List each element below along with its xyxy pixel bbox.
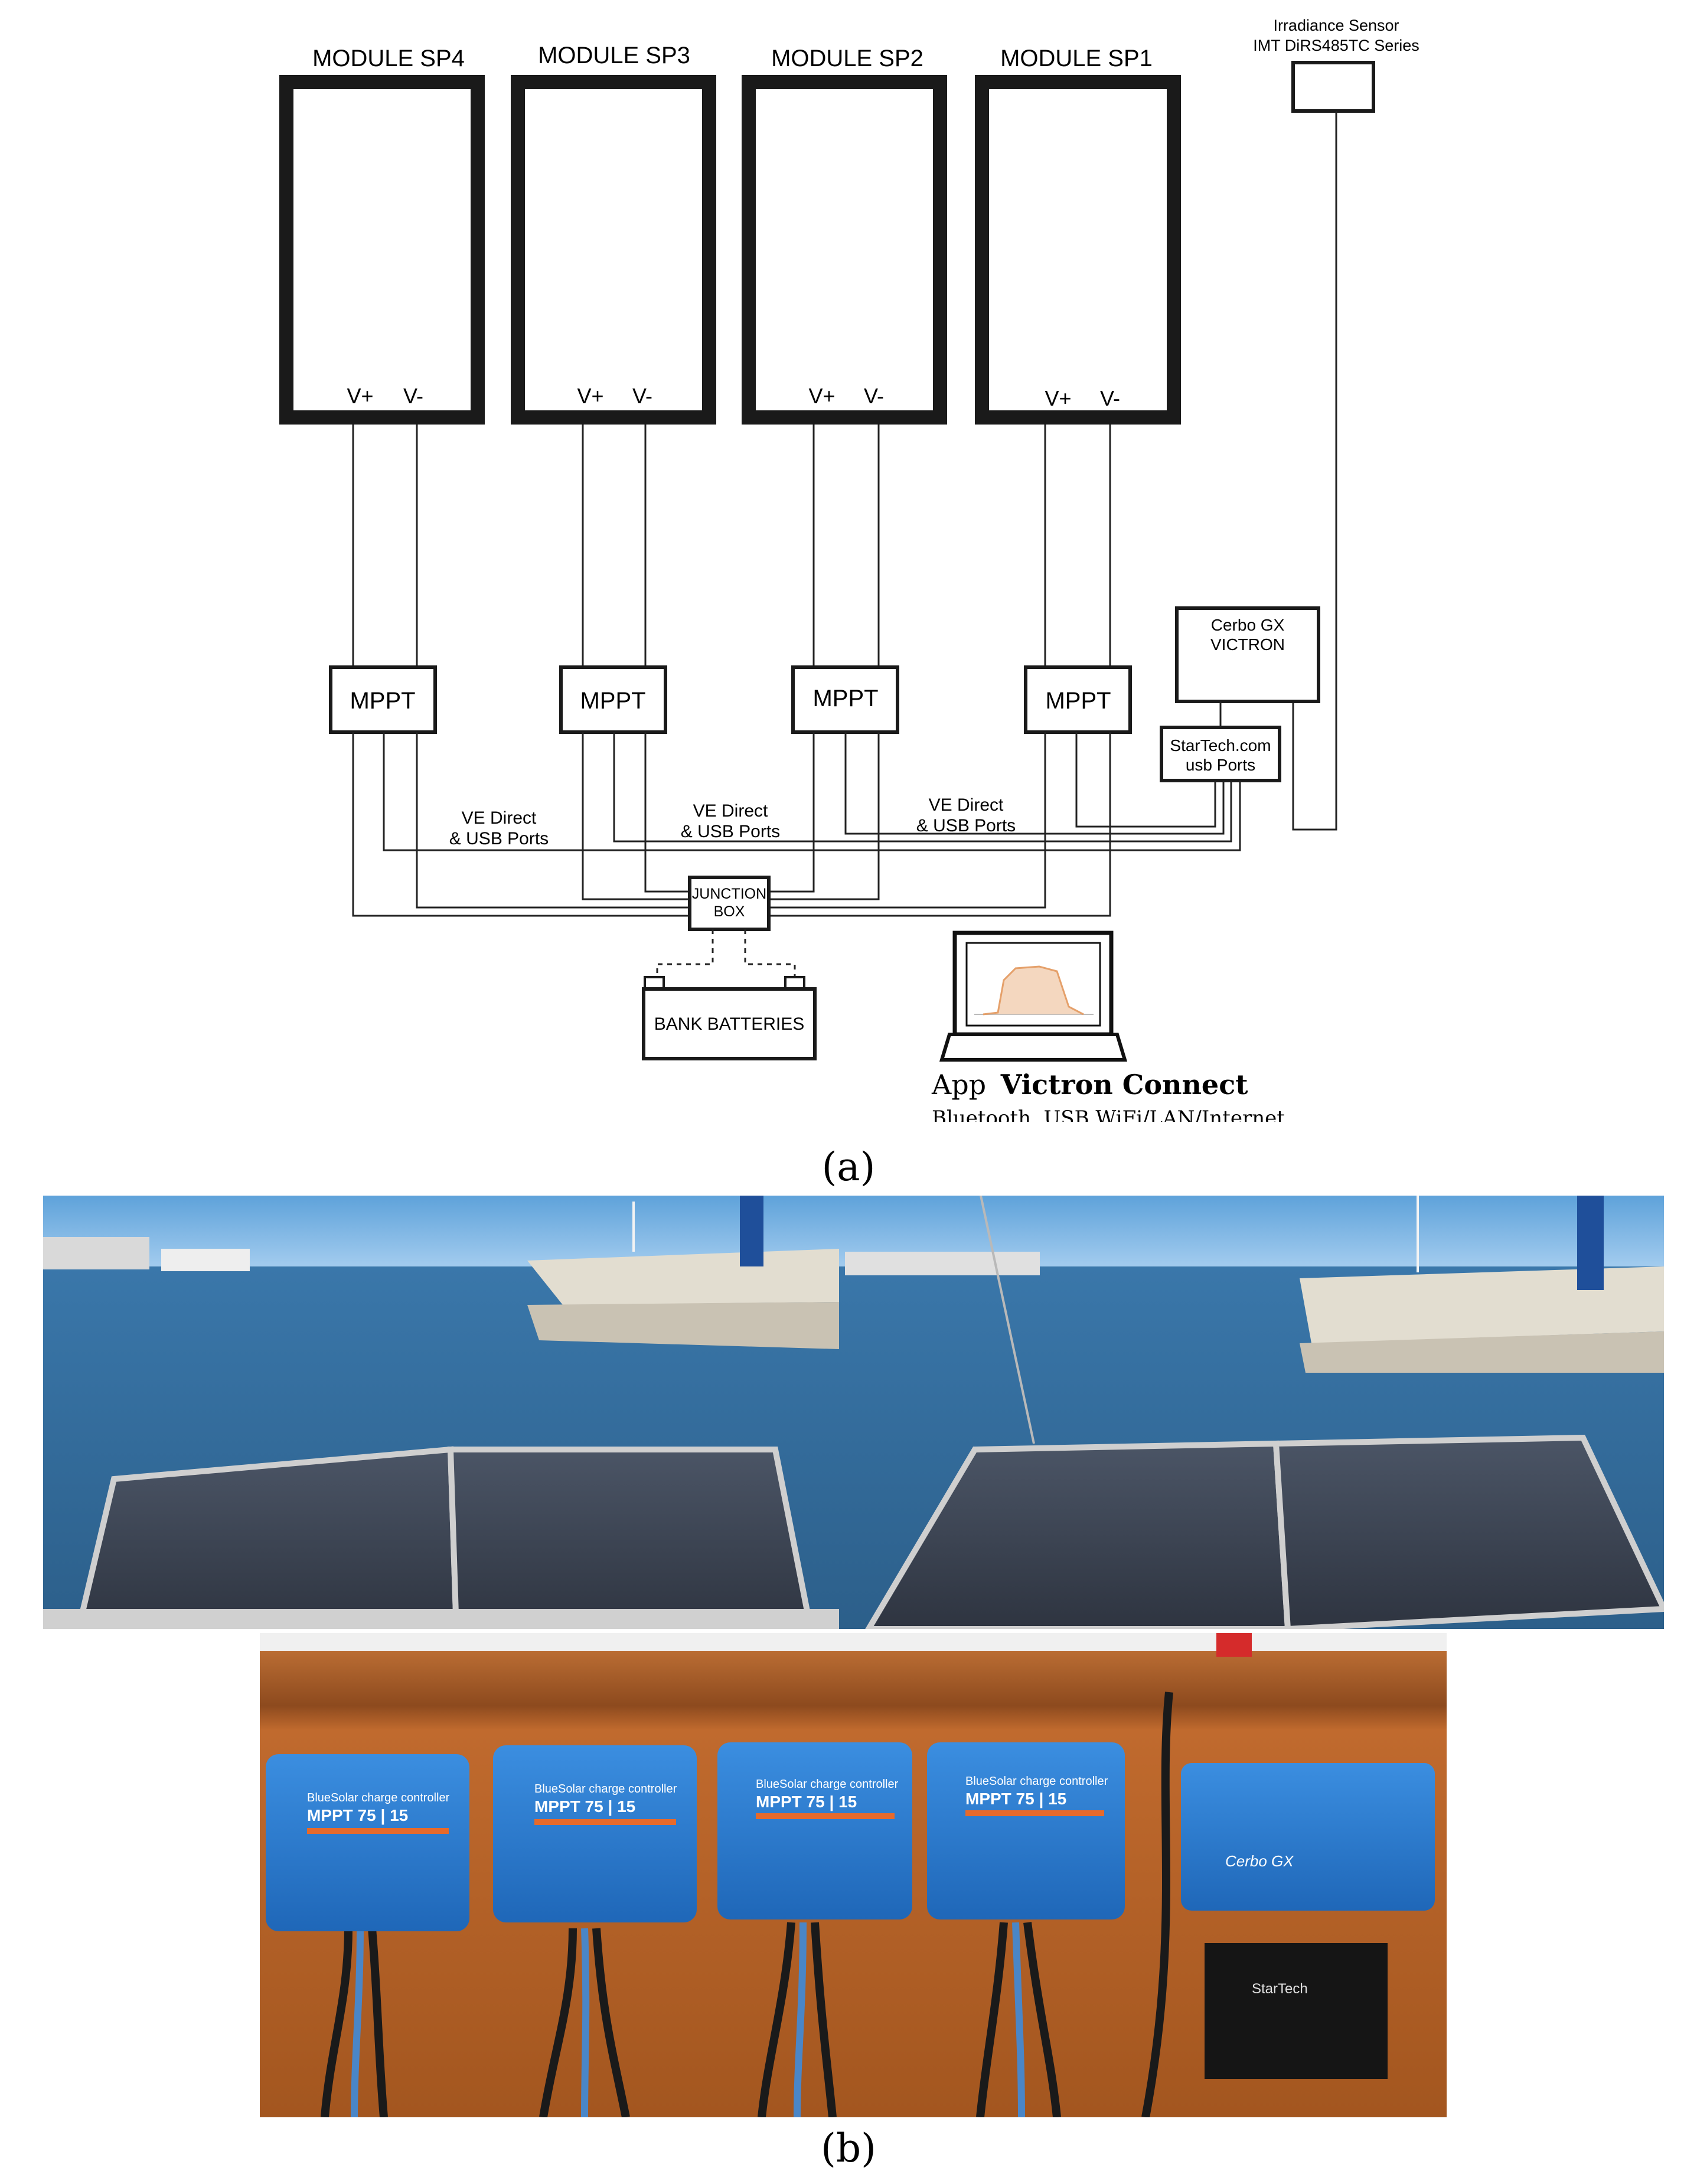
terminal-vplus: V+ — [808, 384, 835, 408]
irradiance-sensor: Irradiance Sensor IMT DiRS485TC Series — [1253, 17, 1419, 113]
ve-direct-label-1: VE Direct & USB Ports — [449, 808, 549, 848]
bank-batteries: BANK BATTERIES — [642, 976, 817, 1060]
cerbo-gx-unit: Cerbo GX — [1181, 1763, 1435, 1911]
module-sp2: MODULE SP2 V+ V- — [742, 45, 947, 425]
ve-direct-label-2: VE Direct & USB Ports — [681, 801, 780, 841]
svg-text:BlueSolar charge controller: BlueSolar charge controller — [534, 1783, 677, 1795]
controller-1: BlueSolar charge controller MPPT 75 | 15 — [266, 1754, 469, 1931]
terminal-vminus: V- — [403, 384, 423, 408]
mppt-label: MPPT — [1045, 688, 1111, 714]
app-title: App Victron Connect — [931, 1069, 1248, 1101]
svg-text:Cerbo GX: Cerbo GX — [1225, 1852, 1294, 1870]
module-sp3: MODULE SP3 V+ V- — [511, 43, 716, 425]
wiring-diagram: MODULE SP4 V+ V- MODULE SP3 V+ V- MODULE… — [279, 17, 1419, 1122]
controller-4: BlueSolar charge controller MPPT 75 | 15 — [927, 1742, 1125, 1919]
svg-text:BlueSolar charge controller: BlueSolar charge controller — [965, 1775, 1108, 1788]
svg-text:& USB Ports: & USB Ports — [681, 822, 780, 841]
svg-text:BlueSolar charge controller: BlueSolar charge controller — [307, 1791, 450, 1804]
solar-panels-scene-left — [43, 1196, 839, 1629]
laptop-icon — [939, 931, 1128, 1062]
caption-a: (a) — [821, 1144, 876, 1190]
photo-solar-panels-right — [839, 1196, 1664, 1629]
mppt-label: MPPT — [350, 688, 415, 714]
svg-text:MPPT 75 | 15: MPPT 75 | 15 — [756, 1793, 857, 1811]
app-prefix: App — [931, 1069, 986, 1101]
cerbo-label-1: Cerbo GX — [1211, 616, 1285, 634]
photo-solar-panels-left — [43, 1196, 839, 1629]
cerbo-label-2: VICTRON — [1210, 635, 1285, 654]
terminal-vplus: V+ — [1045, 386, 1071, 410]
terminal-vplus: V+ — [577, 384, 603, 408]
startech-label-1: StarTech.com — [1170, 736, 1271, 755]
caption-b: (b) — [821, 2126, 876, 2171]
terminal-vminus: V- — [864, 384, 884, 408]
controller-3: BlueSolar charge controller MPPT 75 | 15 — [717, 1742, 912, 1919]
module-title: MODULE SP2 — [771, 45, 923, 71]
junction-label-1: JUNCTION — [692, 886, 766, 902]
controller-2: BlueSolar charge controller MPPT 75 | 15 — [493, 1745, 697, 1922]
batteries-label: BANK BATTERIES — [654, 1014, 805, 1034]
battery-links — [656, 929, 796, 977]
startech-label-2: usb Ports — [1186, 756, 1255, 774]
app-connectivity: Bluetooth, USB WiFi/LAN/Internet — [932, 1106, 1285, 1122]
app-name: Victron Connect — [1000, 1069, 1248, 1101]
terminal-vminus: V- — [1100, 386, 1120, 410]
svg-text:VE Direct: VE Direct — [462, 808, 537, 828]
mppt-sp4: MPPT — [329, 665, 437, 734]
sensor-label-1: Irradiance Sensor — [1273, 17, 1399, 34]
mppt-label: MPPT — [812, 685, 878, 711]
svg-text:BlueSolar charge controller: BlueSolar charge controller — [756, 1778, 899, 1791]
module-title: MODULE SP3 — [538, 43, 690, 68]
panel-wires — [352, 111, 1337, 831]
mppt-sp3: MPPT — [559, 665, 667, 734]
svg-text:StarTech: StarTech — [1252, 1981, 1308, 1997]
svg-text:& USB Ports: & USB Ports — [916, 816, 1016, 835]
svg-text:MPPT 75 | 15: MPPT 75 | 15 — [534, 1797, 635, 1816]
mppt-sp1: MPPT — [1024, 665, 1132, 734]
mppt-label: MPPT — [580, 688, 645, 714]
terminal-vminus: V- — [632, 384, 652, 408]
junction-box: JUNCTION BOX — [688, 876, 771, 931]
module-title: MODULE SP1 — [1000, 45, 1153, 71]
power-cables — [352, 732, 1111, 917]
svg-text:& USB Ports: & USB Ports — [449, 829, 549, 848]
svg-text:VE Direct: VE Direct — [693, 801, 768, 821]
svg-text:VE Direct: VE Direct — [929, 795, 1004, 815]
startech-hub-unit: StarTech — [1205, 1943, 1388, 2079]
ve-direct-label-3: VE Direct & USB Ports — [916, 795, 1016, 835]
sensor-label-2: IMT DiRS485TC Series — [1253, 37, 1419, 54]
photo-charge-controllers: BlueSolar charge controller MPPT 75 | 15… — [260, 1633, 1447, 2117]
svg-text:MPPT 75 | 15: MPPT 75 | 15 — [307, 1806, 408, 1824]
startech-hub: StarTech.com usb Ports — [1160, 726, 1281, 782]
controllers-scene: BlueSolar charge controller MPPT 75 | 15… — [260, 1633, 1447, 2117]
terminal-vplus: V+ — [347, 384, 373, 408]
module-sp4: MODULE SP4 V+ V- — [279, 45, 485, 425]
svg-text:MPPT 75 | 15: MPPT 75 | 15 — [965, 1790, 1066, 1808]
cerbo-gx: Cerbo GX VICTRON — [1175, 606, 1320, 703]
module-sp1: MODULE SP1 V+ V- — [975, 45, 1181, 425]
solar-panels-scene-right — [839, 1196, 1664, 1629]
mppt-sp2: MPPT — [791, 665, 899, 734]
junction-label-2: BOX — [714, 903, 745, 920]
ve-direct-cables — [383, 732, 1241, 851]
module-title: MODULE SP4 — [312, 45, 465, 71]
